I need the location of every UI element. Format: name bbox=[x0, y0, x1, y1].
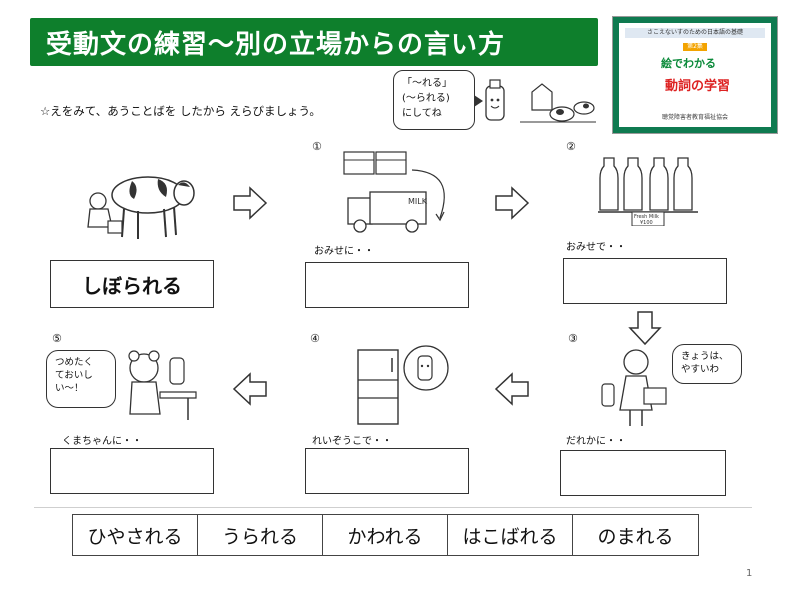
scene-1-label: おみせに・・ bbox=[314, 246, 374, 257]
scene-2-label: おみせで・・ bbox=[566, 242, 626, 253]
bear-drinking-illustration bbox=[128, 350, 197, 420]
book-cover-footer: 聴覚障害者教育福祉協会 bbox=[661, 114, 728, 121]
answer-box-4[interactable] bbox=[305, 448, 469, 494]
book-cover-volume: 第2集 bbox=[683, 43, 707, 51]
scene-5-speech-bubble: つめたく ておいし い～！ bbox=[46, 350, 116, 408]
word-bank-item[interactable]: うられる bbox=[198, 515, 323, 555]
cow-milking-illustration bbox=[87, 176, 195, 239]
answer-box-2[interactable] bbox=[563, 258, 727, 304]
hint-bubble: 「～れる」 (～られる) にしてね bbox=[393, 70, 483, 130]
title-banner: 受動文の練習～別の立場からの言い方 bbox=[30, 18, 598, 66]
instruction-text: ☆えをみて、あうことばを したから えらびましょう。 bbox=[40, 104, 321, 118]
word-bank: ひやされる うられる かわれる はこばれる のまれる bbox=[72, 514, 699, 556]
scene-3-speech-bubble: きょうは、 やすいわ bbox=[672, 344, 742, 384]
word-bank-item[interactable]: ひやされる bbox=[73, 515, 198, 555]
hint-line1: 「～れる」 bbox=[402, 78, 452, 89]
book-cover-top-text: さこえないすのための日本語の基礎 bbox=[625, 28, 765, 38]
arrow-left-icon bbox=[232, 372, 267, 406]
scene-5-bubble-line3: い～！ bbox=[55, 383, 84, 394]
answer-box-3[interactable] bbox=[560, 450, 726, 496]
book-cover-inner: さこえないすのための日本語の基礎 第2集 絵でわかる 動詞の学習 聴覚障害者教育… bbox=[619, 23, 771, 127]
arrow-down-icon bbox=[628, 311, 662, 346]
divider bbox=[34, 507, 752, 508]
price-tag-line2: ¥100 bbox=[640, 220, 653, 226]
answer-box-0[interactable]: しぼられる bbox=[50, 260, 214, 308]
scene-5-bubble-line1: つめたく bbox=[55, 357, 94, 368]
scene-4-label: れいぞうこで・・ bbox=[312, 436, 392, 447]
refrigerator-illustration bbox=[357, 345, 449, 425]
hint-line3: にしてね bbox=[402, 108, 442, 119]
scene-3-number: ③ bbox=[568, 332, 578, 345]
milk-cows-illustration bbox=[485, 79, 596, 123]
scene-5-number: ⑤ bbox=[52, 332, 62, 345]
word-bank-item[interactable]: はこばれる bbox=[448, 515, 573, 555]
scene-3-label: だれかに・・ bbox=[566, 436, 626, 447]
page-title: 受動文の練習～別の立場からの言い方 bbox=[46, 29, 506, 60]
arrow-right-icon bbox=[495, 186, 530, 220]
answer-box-5[interactable] bbox=[50, 448, 214, 494]
book-cover-line2: 動詞の学習 bbox=[665, 79, 731, 94]
scene-3-bubble-line1: きょうは、 bbox=[681, 351, 729, 362]
book-cover-line1: 絵でわかる bbox=[661, 57, 716, 70]
scene-4-number: ④ bbox=[310, 332, 320, 345]
milk-truck-illustration: MILK bbox=[343, 151, 445, 233]
shopper-illustration bbox=[601, 349, 667, 426]
answer-box-1[interactable] bbox=[305, 262, 469, 308]
word-bank-item[interactable]: のまれる bbox=[597, 525, 674, 548]
word-bank-item[interactable]: かわれる bbox=[323, 515, 448, 555]
arrow-left-icon bbox=[494, 372, 529, 406]
price-tag-line1: Fresh Milk bbox=[634, 214, 659, 220]
arrow-right-icon bbox=[233, 186, 268, 220]
book-cover-thumbnail: さこえないすのための日本語の基礎 第2集 絵でわかる 動詞の学習 聴覚障害者教育… bbox=[612, 16, 778, 134]
scene-2-number: ② bbox=[566, 140, 576, 153]
milk-bottles-shelf-illustration: Fresh Milk ¥100 bbox=[598, 157, 698, 226]
milk-label: MILK bbox=[408, 197, 428, 206]
scene-5-bubble-line2: ておいし bbox=[55, 370, 93, 381]
scene-1-number: ① bbox=[312, 140, 322, 153]
scene-3-bubble-line2: やすいわ bbox=[681, 364, 720, 375]
scene-5-label: くまちゃんに・・ bbox=[62, 436, 142, 447]
hint-line2: (～られる) bbox=[402, 93, 450, 104]
page-number: 1 bbox=[746, 568, 753, 579]
